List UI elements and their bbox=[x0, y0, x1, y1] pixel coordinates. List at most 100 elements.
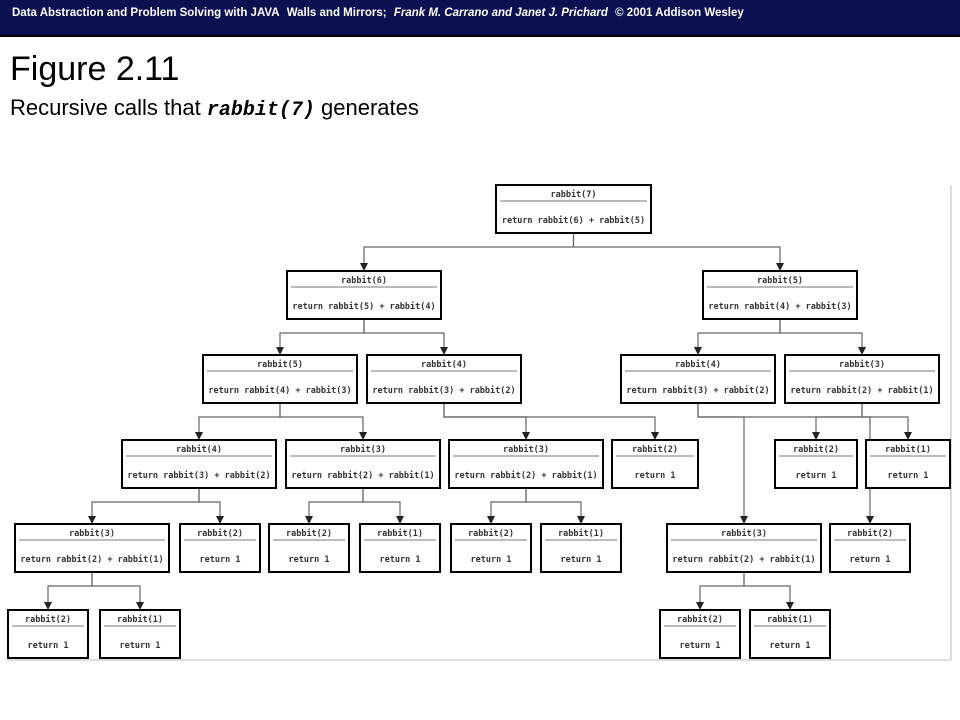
node-return-label: return rabbit(3) + rabbit(2) bbox=[127, 470, 270, 481]
arrowhead-icon bbox=[276, 347, 284, 355]
node-box bbox=[620, 354, 776, 404]
caption-code: rabbit(7) bbox=[206, 99, 315, 122]
call-node: rabbit(2)return 1 bbox=[179, 523, 261, 573]
call-node: rabbit(3) return rabbit(2) + rabbit(1) bbox=[14, 523, 170, 573]
node-call-label: rabbit(1) bbox=[117, 614, 163, 625]
node-box bbox=[366, 354, 522, 404]
node-box bbox=[285, 439, 441, 489]
call-node: rabbit(2)return 1 bbox=[450, 523, 532, 573]
call-edge bbox=[198, 403, 281, 434]
arrowhead-icon bbox=[305, 516, 313, 524]
node-return-label: return 1 bbox=[289, 555, 330, 565]
arrowhead-icon bbox=[136, 602, 144, 610]
node-return-label: return 1 bbox=[796, 471, 837, 481]
node-return-label: return rabbit(2) + rabbit(1) bbox=[20, 554, 163, 565]
node-box bbox=[611, 439, 699, 489]
node-box bbox=[774, 439, 858, 489]
node-box bbox=[450, 523, 532, 573]
book-authors: Frank M. Carrano and Janet J. Prichard bbox=[393, 7, 608, 19]
node-call-label: rabbit(4) bbox=[421, 359, 467, 370]
arrowhead-icon bbox=[776, 263, 784, 271]
caption-suffix: generates bbox=[321, 95, 419, 120]
node-call-label: rabbit(4) bbox=[176, 444, 222, 455]
node-box bbox=[829, 523, 911, 573]
call-node: rabbit(1)return 1 bbox=[359, 523, 441, 573]
node-return-label: return 1 bbox=[850, 555, 891, 565]
node-return-label: return 1 bbox=[680, 641, 721, 651]
node-box bbox=[784, 354, 940, 404]
call-node: rabbit(2)return 1 bbox=[774, 439, 858, 489]
node-return-label: return rabbit(2) + rabbit(1) bbox=[672, 554, 815, 565]
arrowhead-icon bbox=[904, 432, 912, 440]
call-node: rabbit(2)return 1 bbox=[611, 439, 699, 489]
node-call-label: rabbit(4) bbox=[675, 359, 721, 370]
call-node: rabbit(3) return rabbit(2) + rabbit(1) bbox=[784, 354, 940, 404]
node-box bbox=[268, 523, 350, 573]
arrowhead-icon bbox=[651, 432, 659, 440]
call-node: rabbit(2) return 1 bbox=[7, 609, 89, 659]
arrowhead-icon bbox=[740, 516, 748, 524]
header-bar: Data Abstraction and Problem Solving wit… bbox=[0, 0, 960, 37]
book-subtitle: Walls and Mirrors; bbox=[286, 7, 387, 19]
arrowhead-icon bbox=[440, 347, 448, 355]
call-edge bbox=[363, 319, 445, 349]
node-return-label: return rabbit(6) + rabbit(5) bbox=[502, 215, 645, 226]
node-return-label: return rabbit(2) + rabbit(1) bbox=[790, 385, 933, 396]
book-title: Data Abstraction and Problem Solving wit… bbox=[12, 7, 280, 19]
call-node: rabbit(1) return 1 bbox=[749, 609, 831, 659]
arrowhead-icon bbox=[696, 602, 704, 610]
call-edge bbox=[198, 488, 221, 518]
node-call-label: rabbit(3) bbox=[340, 444, 386, 455]
call-node: rabbit(5)return rabbit(4) + rabbit(3) bbox=[202, 354, 358, 404]
node-return-label: return rabbit(4) + rabbit(3) bbox=[208, 385, 351, 396]
node-call-label: rabbit(1) bbox=[767, 614, 813, 625]
node-box bbox=[865, 439, 951, 489]
node-call-label: rabbit(3) bbox=[503, 444, 549, 455]
call-node: rabbit(2)return 1 bbox=[659, 609, 741, 659]
call-edge bbox=[743, 572, 791, 604]
call-node: rabbit(3)return rabbit(2) + rabbit(1) bbox=[448, 439, 604, 489]
call-edge bbox=[363, 233, 575, 265]
node-call-label: rabbit(3) bbox=[839, 359, 885, 370]
node-return-label: return 1 bbox=[120, 641, 161, 651]
call-node: rabbit(2) return 1 bbox=[268, 523, 350, 573]
node-return-label: return 1 bbox=[770, 641, 811, 651]
node-return-label: return 1 bbox=[888, 471, 929, 481]
node-call-label: rabbit(2) bbox=[468, 528, 514, 539]
node-return-label: return rabbit(5) + rabbit(4) bbox=[292, 301, 435, 312]
call-edge bbox=[279, 403, 364, 434]
node-box bbox=[702, 270, 858, 320]
arrowhead-icon bbox=[44, 602, 52, 610]
call-edge bbox=[572, 233, 781, 265]
call-edge bbox=[490, 488, 527, 518]
call-node: rabbit(5)return rabbit(4) + rabbit(3) bbox=[702, 270, 858, 320]
call-node: rabbit(1)return 1 bbox=[865, 439, 951, 489]
node-box bbox=[99, 609, 181, 659]
arrowhead-icon bbox=[694, 347, 702, 355]
call-node: rabbit(4) return rabbit(3) + rabbit(2) bbox=[121, 439, 277, 489]
node-return-label: return 1 bbox=[28, 641, 69, 651]
node-call-label: rabbit(3) bbox=[69, 528, 115, 539]
node-box bbox=[179, 523, 261, 573]
tree-edges bbox=[44, 233, 912, 610]
node-call-label: rabbit(2) bbox=[25, 614, 71, 625]
node-call-label: rabbit(3) bbox=[721, 528, 767, 539]
arrowhead-icon bbox=[88, 516, 96, 524]
node-return-label: return 1 bbox=[561, 555, 602, 565]
node-box bbox=[495, 184, 652, 234]
node-return-label: return 1 bbox=[200, 555, 241, 565]
node-call-label: rabbit(1) bbox=[558, 528, 604, 539]
node-box bbox=[7, 609, 89, 659]
node-call-label: rabbit(2) bbox=[286, 528, 332, 539]
node-call-label: rabbit(2) bbox=[632, 444, 678, 455]
arrowhead-icon bbox=[487, 516, 495, 524]
arrowhead-icon bbox=[812, 432, 820, 440]
node-call-label: rabbit(2) bbox=[847, 528, 893, 539]
arrowhead-icon bbox=[195, 432, 203, 440]
node-return-label: return rabbit(3) + rabbit(2) bbox=[372, 385, 515, 396]
call-edge bbox=[525, 488, 582, 518]
call-node: rabbit(3)return rabbit(2) + rabbit(1) bbox=[285, 439, 441, 489]
figure-title: Figure 2.11 bbox=[10, 50, 180, 88]
node-box bbox=[359, 523, 441, 573]
call-edge bbox=[47, 572, 93, 604]
